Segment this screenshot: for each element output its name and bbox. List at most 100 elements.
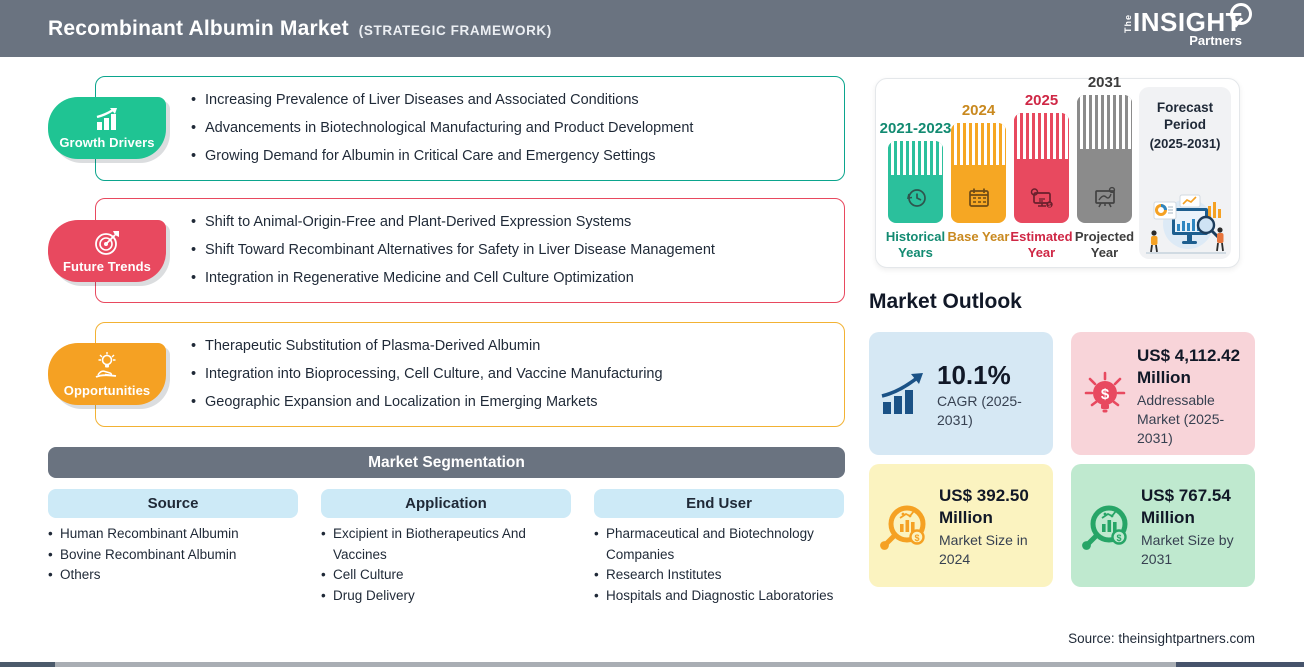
strip-segment (0, 662, 55, 667)
timeline-caption: Projected Year (1074, 229, 1135, 260)
market-size-2024-desc: Market Size in 2024 (939, 532, 1028, 567)
idea-hand-icon (95, 351, 117, 378)
list-item: Geographic Expansion and Localization in… (191, 388, 844, 416)
timeline-projected-column: 2031 Projected Year (1075, 74, 1134, 261)
application-items-list: Excipient in Biotherapeutics And Vaccine… (321, 524, 556, 606)
timeline-bar-estimated: $ (1014, 113, 1069, 223)
list-item: Pharmaceutical and Biotechnology Compani… (594, 524, 834, 565)
logo-the-text: The (1123, 14, 1134, 34)
list-item: Integration into Bioprocessing, Cell Cul… (191, 360, 844, 388)
list-item: Others (48, 565, 303, 586)
market-outlook-title: Market Outlook (869, 290, 1022, 313)
timeline-year-label: 2025 (1024, 92, 1059, 109)
calendar-icon (968, 188, 989, 207)
opportunities-badge: Opportunities (48, 343, 166, 405)
source-attribution: Source: theinsightpartners.com (1068, 631, 1255, 646)
market-size-2024-value: US$ 392.50 Million (939, 486, 1029, 527)
enduser-items-list: Pharmaceutical and Biotechnology Compani… (594, 524, 834, 606)
addressable-market-desc: Addressable Market (2025-2031) (1137, 392, 1225, 446)
timeline-bar-base (951, 123, 1006, 223)
list-item: Cell Culture (321, 565, 556, 586)
growth-drivers-badge: Growth Drivers (48, 97, 166, 159)
history-clock-icon (906, 189, 926, 207)
forecast-period-title: Forecast Period (1156, 100, 1214, 132)
svg-text:$: $ (1048, 203, 1051, 209)
strip-segment (1176, 662, 1304, 667)
market-size-2024-card: $ US$ 392.50 Million Market Size in 2024 (869, 464, 1053, 587)
cagr-desc: CAGR (2025-2031) (937, 393, 1022, 428)
future-trends-badge: Future Trends (48, 220, 166, 282)
timeline-year-label: 2024 (961, 102, 996, 119)
market-segmentation-header: Market Segmentation (48, 447, 845, 478)
timeline-bar-projected (1077, 95, 1132, 223)
growth-chart-icon (96, 107, 117, 130)
list-item: Bovine Recombinant Albumin (48, 545, 303, 566)
timeline-year-label: 2031 (1087, 74, 1122, 91)
bar-stripes (1014, 113, 1069, 160)
estimate-monitor-icon: $ (1030, 188, 1053, 209)
market-size-2031-card: $ US$ 767.54 Million Market Size by 2031 (1071, 464, 1255, 587)
future-trends-list: Shift to Animal-Origin-Free and Plant-De… (96, 199, 844, 292)
timeline-historical-column: 2021-2023 Historical Years (880, 120, 952, 261)
page-subtitle: (STRATEGIC FRAMEWORK) (358, 22, 552, 38)
timeline-bar-historical (888, 141, 943, 223)
opportunities-box: Therapeutic Substitution of Plasma-Deriv… (95, 322, 845, 427)
market-size-2031-desc: Market Size by 2031 (1141, 532, 1234, 567)
list-item: Shift to Animal-Origin-Free and Plant-De… (191, 208, 844, 236)
bar-stripes (951, 123, 1006, 165)
forecast-period-range: (2025-2031) (1149, 136, 1221, 151)
timeline-base-column: 2024 Base Year (948, 102, 1010, 261)
list-item: Excipient in Biotherapeutics And Vaccine… (321, 524, 556, 565)
insight-partners-logo: The INSIGHT Partners (1123, 3, 1256, 48)
logo-insight-text: INSIGHT (1133, 7, 1242, 37)
cagr-card: 10.1% CAGR (2025-2031) (869, 332, 1053, 455)
magnifier-chart-icon: $ (1082, 505, 1128, 550)
magnifier-lens-icon (1230, 3, 1252, 25)
timeline-caption: Historical Years (885, 229, 946, 260)
header-bar: Recombinant Albumin Market (STRATEGIC FR… (0, 0, 1304, 57)
bottom-accent-strip (0, 662, 1304, 667)
list-item: Research Institutes (594, 565, 834, 586)
segmentation-column-enduser: End User (594, 489, 844, 518)
list-item: Advancements in Biotechnological Manufac… (191, 114, 844, 142)
bar-stripes (888, 141, 943, 176)
growth-drivers-box: Increasing Prevalence of Liver Diseases … (95, 76, 845, 181)
projector-screen-icon (1094, 186, 1115, 208)
timeline-year-label: 2021-2023 (879, 120, 952, 137)
source-items-list: Human Recombinant Albumin Bovine Recombi… (48, 524, 303, 586)
badge-label: Future Trends (63, 258, 151, 274)
addressable-market-value: US$ 4,112.42 Million (1137, 346, 1241, 387)
list-item: Human Recombinant Albumin (48, 524, 303, 545)
logo-partners-text: Partners (1189, 33, 1242, 48)
research-timeline-card: 2021-2023 Historical Years 2024 (875, 74, 1240, 268)
segmentation-column-application: Application (321, 489, 571, 518)
growth-drivers-list: Increasing Prevalence of Liver Diseases … (96, 77, 844, 170)
list-item: Increasing Prevalence of Liver Diseases … (191, 86, 844, 114)
bar-stripes (1077, 95, 1132, 149)
timeline-caption: Estimated Year (1010, 229, 1073, 260)
badge-label: Opportunities (63, 382, 151, 398)
cagr-value: 10.1% (937, 360, 1011, 390)
analytics-illustration (1146, 194, 1226, 254)
list-item: Hospitals and Diagnostic Laboratories (594, 586, 834, 607)
forecast-period-panel: Forecast Period (2025-2031) (1139, 87, 1231, 259)
list-item: Growing Demand for Albumin in Critical C… (191, 142, 844, 170)
segmentation-column-source: Source (48, 489, 298, 518)
page-title: Recombinant Albumin Market (48, 16, 349, 40)
opportunities-list: Therapeutic Substitution of Plasma-Deriv… (96, 323, 844, 416)
dollar-bulb-icon: $ (1084, 371, 1126, 413)
list-item: Drug Delivery (321, 586, 556, 607)
strip-segment (55, 662, 1176, 667)
svg-text:$: $ (1116, 533, 1121, 543)
timeline-estimated-column: 2025 $ Estimated Year (1010, 92, 1072, 261)
list-item: Shift Toward Recombinant Alternatives fo… (191, 236, 844, 264)
target-dart-icon (95, 230, 119, 255)
growth-arrow-icon (881, 373, 923, 414)
market-size-2031-value: US$ 767.54 Million (1141, 486, 1231, 527)
badge-label: Growth Drivers (59, 134, 155, 150)
svg-text:$: $ (914, 533, 919, 543)
magnifier-chart-icon: $ (880, 505, 926, 550)
addressable-market-card: $ US$ 4,112.42 Million Addressable Marke… (1071, 332, 1255, 455)
header-title-group: Recombinant Albumin Market (STRATEGIC FR… (48, 17, 552, 41)
future-trends-box: Shift to Animal-Origin-Free and Plant-De… (95, 198, 845, 303)
